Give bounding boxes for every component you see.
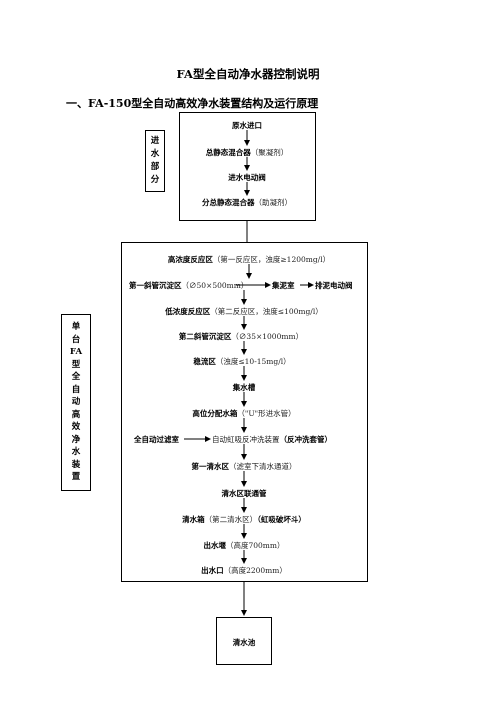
inlet-label-char: 水: [150, 149, 160, 159]
unit-label-char: 全: [71, 372, 81, 383]
stabilizing-zone: 稳流区（浊度≤10-15mg/l）: [193, 357, 291, 366]
auto-siphon-backwash-device: 自动虹吸反冲洗装置（反冲洗套管）: [212, 435, 332, 444]
document-title: FA型全自动净水器控制说明: [176, 67, 320, 81]
inlet-electric-valve: 进水电动阀: [228, 173, 266, 182]
outlet-weir: 出水堰（高度700mm）: [203, 541, 285, 550]
unit-label-char: 单: [71, 322, 81, 333]
unit-label-char: 动: [71, 397, 81, 408]
unit-label-char: 装: [71, 459, 81, 470]
unit-section-label: 单 台 FA 型 全 自 动 高 效 净 水 装 置: [61, 314, 91, 491]
unit-label-char: 型: [71, 359, 81, 370]
unit-label-char: 台: [71, 334, 81, 345]
unit-label-char: 水: [71, 447, 81, 458]
unit-flow-box: [121, 242, 368, 582]
automatic-filter-chamber: 全自动过滤室: [134, 435, 179, 444]
unit-label-char: FA: [69, 347, 83, 358]
low-concentration-reaction-zone: 低浓度反应区（第二反应区，浊度≤100mg/l）: [165, 307, 323, 316]
raw-water-inlet: 原水进口: [232, 121, 262, 130]
unit-label-char: 净: [71, 434, 81, 445]
inlet-label-char: 分: [150, 175, 160, 185]
sludge-discharge-valve: 排泥电动阀: [315, 281, 353, 290]
inlet-flow-box: [179, 112, 316, 221]
high-concentration-reaction-zone: 高浓度反应区（第一反应区，浊度≥1200mg/l）: [167, 255, 331, 264]
high-level-distribution-tank: 高位分配水箱（"U"形进水管）: [192, 409, 296, 418]
sub-static-mixer: 分总静态混合器（助凝剂）: [202, 198, 292, 207]
second-inclined-tube-settling-zone: 第二斜管沉淀区（∅35×1000mm）: [178, 332, 304, 341]
water-outlet: 出水口（高度2200mm）: [201, 566, 287, 575]
section-heading: 一、FA-150型全自动高效净水装置结构及运行原理: [66, 97, 319, 110]
unit-label-char: 置: [71, 472, 81, 483]
clear-water-pool: 清水池: [232, 638, 256, 647]
clear-water-pool-box: [216, 617, 272, 665]
first-clear-water-zone: 第一清水区（滤室下清水通道）: [191, 462, 297, 471]
inlet-section-label: 进 水 部 分: [145, 130, 165, 192]
main-static-mixer: 总静态混合器（聚凝剂）: [205, 148, 289, 157]
inlet-label-char: 进: [150, 136, 160, 146]
clear-water-connecting-pipe: 清水区联通管: [221, 489, 267, 498]
inlet-label-char: 部: [150, 162, 160, 172]
clear-water-tank: 清水箱（第二清水区）（虹吸破坏斗）: [182, 515, 306, 524]
sludge-chamber: 集泥室: [272, 281, 295, 290]
collection-trough: 集水槽: [232, 383, 256, 392]
unit-label-char: 自: [71, 384, 81, 395]
first-inclined-tube-settling-zone: 第一斜管沉淀区（∅50×500mm）: [129, 281, 249, 290]
unit-label-char: 高: [71, 409, 81, 420]
unit-label-char: 效: [71, 422, 81, 433]
